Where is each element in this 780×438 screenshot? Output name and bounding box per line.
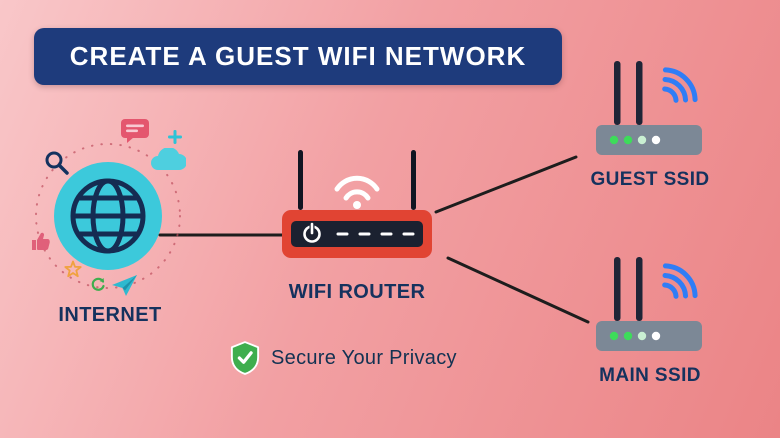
main-ssid-label: MAIN SSID xyxy=(599,365,701,386)
antenna-icon xyxy=(411,150,416,210)
star-icon xyxy=(64,260,82,278)
status-led xyxy=(623,331,633,341)
recycle-icon xyxy=(91,277,105,291)
plus-icon xyxy=(168,130,182,144)
guest-ssid-node: GUEST SSID xyxy=(582,57,718,191)
access-point-icon xyxy=(596,61,702,155)
status-led xyxy=(651,135,661,145)
title-banner: CREATE A GUEST WIFI NETWORK xyxy=(34,28,562,85)
chat-bubble-icon xyxy=(121,119,149,143)
magnifier-icon xyxy=(45,151,69,175)
status-led xyxy=(623,135,633,145)
status-led xyxy=(609,331,619,341)
antenna-icon xyxy=(636,61,643,125)
internet-label: INTERNET xyxy=(58,304,162,326)
dashed-orbit xyxy=(35,143,181,289)
antenna-icon xyxy=(636,257,643,321)
internet-node: INTERNET xyxy=(20,112,200,328)
status-led xyxy=(651,331,661,341)
status-led xyxy=(637,135,647,145)
wifi-waves-icon xyxy=(662,67,698,103)
wifi-waves-icon xyxy=(662,263,698,299)
router-icon xyxy=(282,150,432,258)
status-led xyxy=(609,135,619,145)
connector-router-main xyxy=(446,256,590,324)
guest-ssid-label: GUEST SSID xyxy=(590,169,710,190)
access-point-icon xyxy=(596,257,702,351)
privacy-note: Secure Your Privacy xyxy=(230,340,457,376)
antenna-icon xyxy=(614,257,621,321)
globe-icon xyxy=(54,162,162,270)
power-icon xyxy=(303,222,321,243)
shield-check-icon xyxy=(230,341,260,375)
router-label: WIFI ROUTER xyxy=(288,281,426,303)
cloud-icon xyxy=(151,148,186,170)
paper-plane-icon xyxy=(112,275,137,296)
page-title: CREATE A GUEST WIFI NETWORK xyxy=(69,41,527,71)
status-led xyxy=(637,331,647,341)
antenna-icon xyxy=(298,150,303,210)
wifi-signal-dot xyxy=(353,201,361,209)
connector-router-guest xyxy=(434,155,578,214)
antenna-icon xyxy=(614,61,621,125)
thumbs-up-icon xyxy=(32,232,50,250)
router-node: WIFI ROUTER xyxy=(282,148,432,304)
main-ssid-node: MAIN SSID xyxy=(582,253,718,387)
wifi-signal-icon xyxy=(334,175,380,201)
privacy-label: Secure Your Privacy xyxy=(271,346,457,369)
